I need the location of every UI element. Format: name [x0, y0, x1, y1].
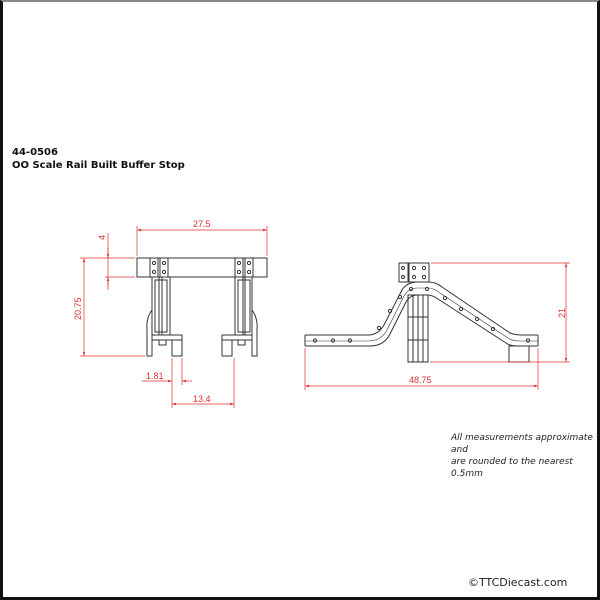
product-title: OO Scale Rail Built Buffer Stop [12, 160, 185, 171]
front-view [136, 257, 268, 357]
dim-overall-length: 48.75 [409, 375, 432, 385]
dim-rail-head-width: 1.81 [146, 371, 164, 381]
side-view [304, 262, 539, 363]
dim-beam-height: 4 [97, 235, 107, 240]
product-code: 44-0506 [12, 147, 58, 158]
dim-gauge: 13.4 [193, 394, 211, 404]
front-view-dimensions [80, 226, 268, 408]
side-view-dimensions [304, 262, 570, 390]
dim-side-height: 21 [557, 308, 567, 318]
dim-overall-height: 20.75 [73, 297, 83, 320]
note-line-1: All measurements approximate and [451, 433, 593, 455]
measurement-note: All measurements approximate and are rou… [451, 432, 600, 480]
copyright-text: ©TTCDiecast.com [468, 576, 568, 589]
note-line-2: are rounded to the nearest 0.5mm [451, 457, 573, 479]
dim-overall-width: 27.5 [193, 219, 211, 229]
